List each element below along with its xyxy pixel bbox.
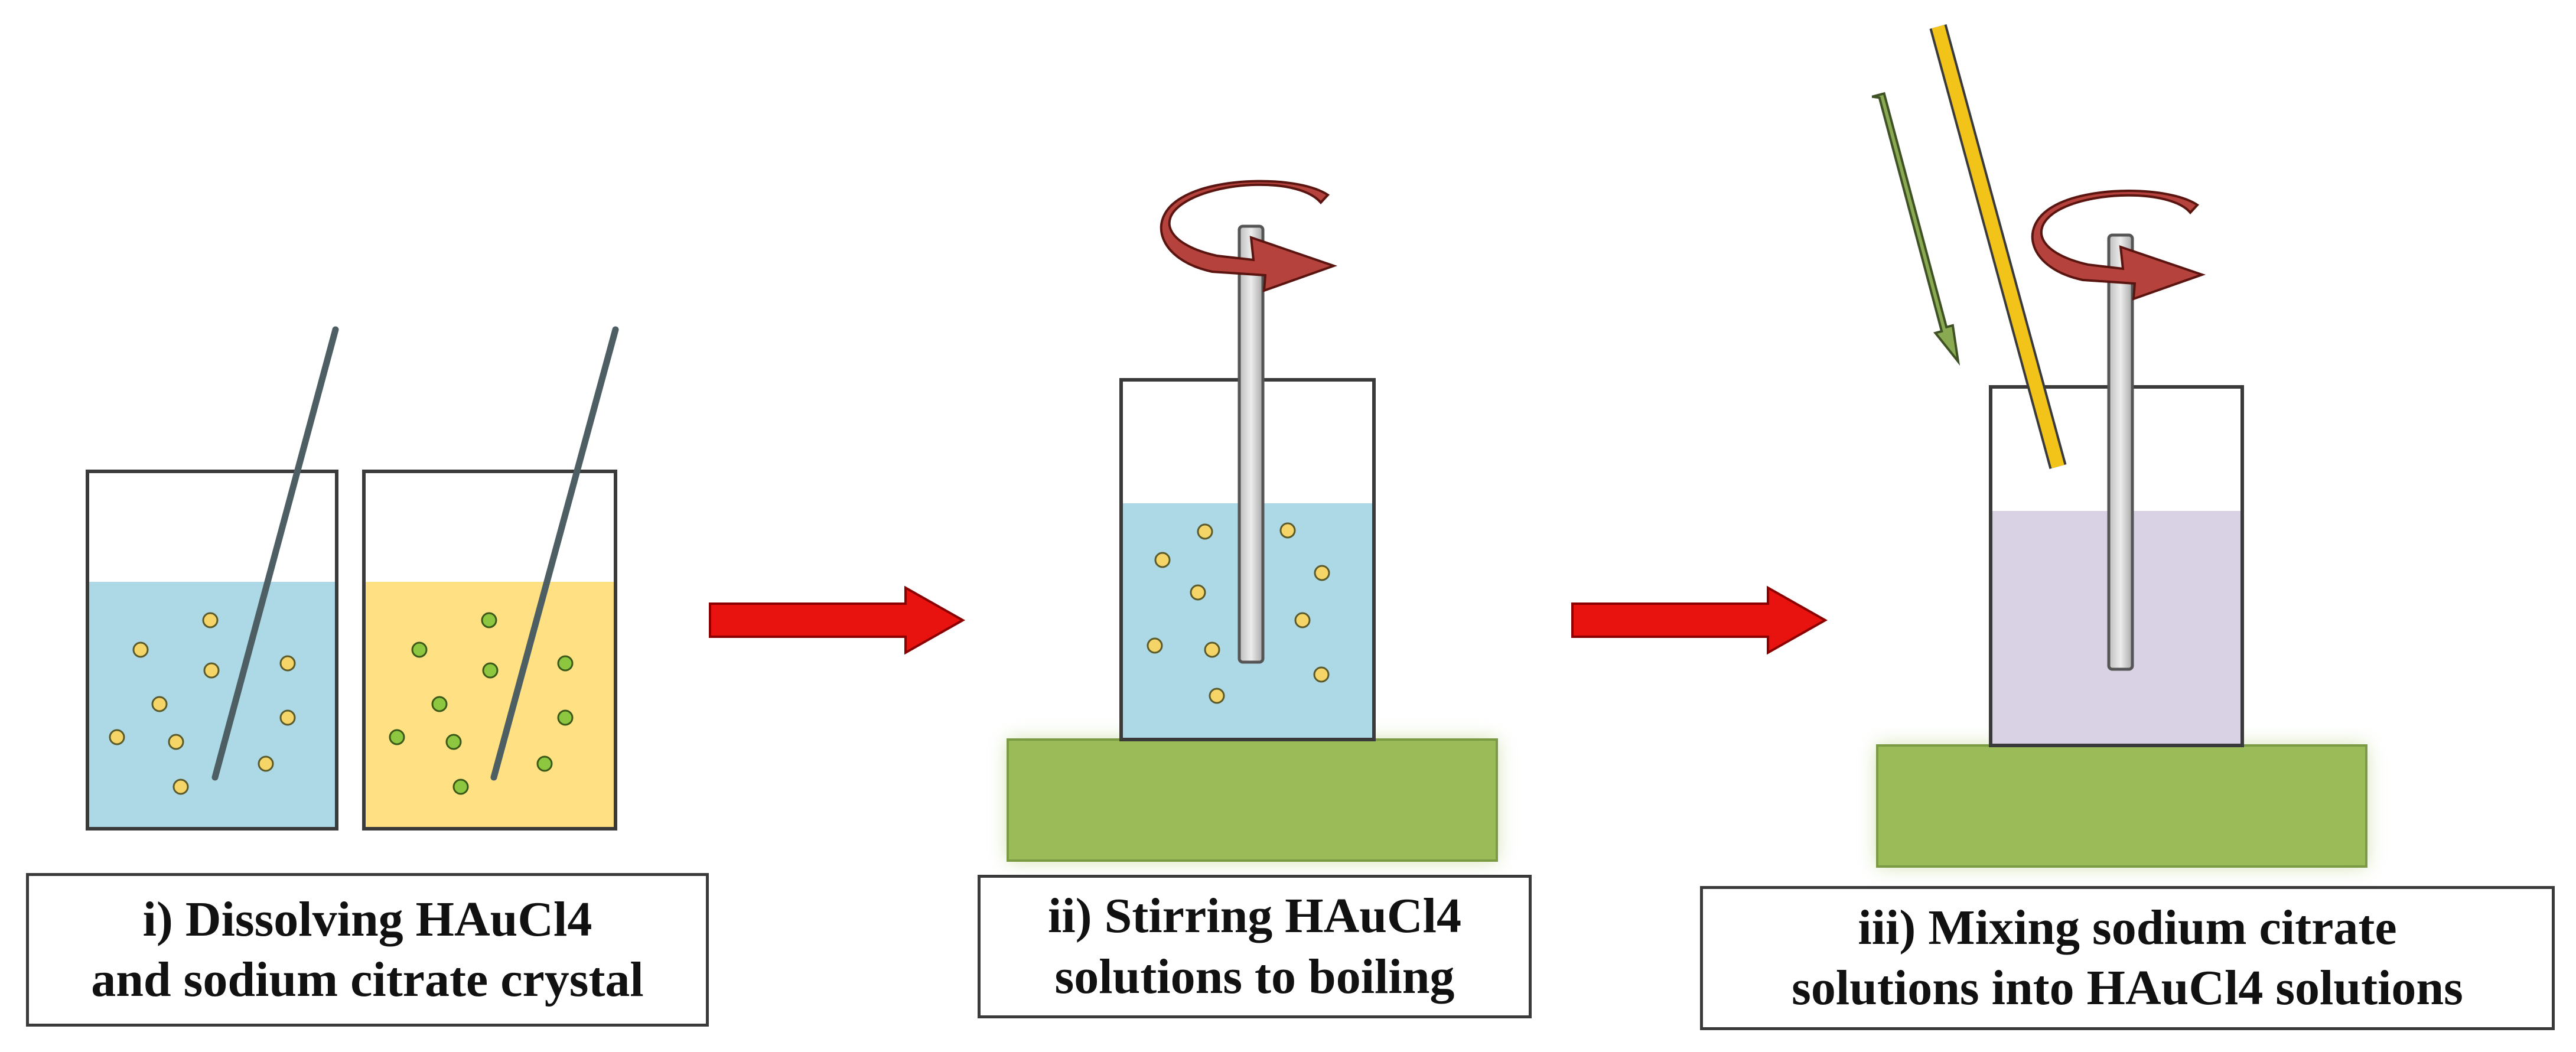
process-arrow-1 <box>709 585 966 655</box>
gold-particles <box>1147 522 1330 704</box>
pouring-rod-fill <box>1932 25 2064 468</box>
stirring-rod <box>1237 224 1265 664</box>
beaker-haucl4 <box>86 326 339 830</box>
rotation-arrow <box>1160 180 1338 292</box>
process-arrow-2 <box>1571 585 1828 655</box>
step3-caption-line2: solutions into HAuCl4 solutions <box>1792 960 2463 1015</box>
step1-caption-line1: i) Dissolving HAuCl4 <box>142 891 592 947</box>
step1-caption: i) Dissolving HAuCl4 and sodium citrate … <box>26 873 709 1027</box>
step2-caption-line2: solutions to boiling <box>1054 949 1455 1004</box>
step3-caption: iii) Mixing sodium citrate solutions int… <box>1700 886 2555 1030</box>
step2-caption-line1: ii) Stirring HAuCl4 <box>1047 888 1461 944</box>
rotation-arrow <box>2031 190 2206 301</box>
beaker-sodium-citrate <box>362 326 619 830</box>
hotplate <box>1007 738 1498 862</box>
glass-rod <box>211 326 339 781</box>
beaker-outline <box>362 470 617 830</box>
citrate-particles <box>389 612 574 795</box>
hotplate <box>1876 744 2367 868</box>
stirring-rod <box>2107 233 2134 671</box>
step1-caption-line2: and sodium citrate crystal <box>91 952 644 1007</box>
step3-caption-line1: iii) Mixing sodium citrate <box>1858 900 2397 955</box>
step3-mixing <box>1871 24 2367 868</box>
pour-direction-arrow <box>1871 92 1961 366</box>
haucl4-particles <box>109 612 296 795</box>
step2-stirring <box>1007 180 1498 862</box>
step1-beakers <box>86 326 619 830</box>
beaker-outline <box>86 470 338 830</box>
step2-caption: ii) Stirring HAuCl4 solutions to boiling <box>978 875 1532 1018</box>
glass-rod <box>490 326 619 781</box>
